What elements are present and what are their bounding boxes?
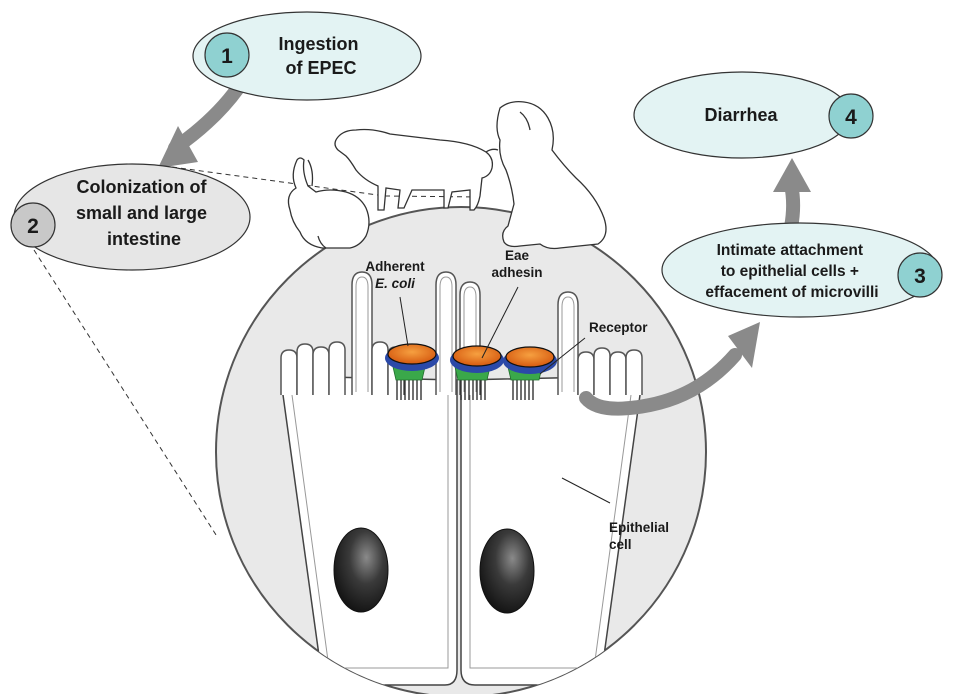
step-3-line-3: effacement of microvilli [705,284,878,301]
step-2-line-1: Colonization of [77,177,208,197]
label-eae: Eae [505,248,530,263]
label-adherent: Adherent [365,259,425,274]
step-4-line-1: Diarrhea [704,105,778,125]
step-2-bubble: 2 Colonization of small and large intest… [11,164,250,270]
step-2-line-3: intestine [107,229,181,249]
step-4-bubble: 4 Diarrhea [634,72,873,158]
nucleus-right [480,529,534,613]
step-4-number: 4 [845,106,857,129]
pig-icon [335,130,498,211]
svg-text:Intimate attachment to e: Intimate attachment to epithelial cells … [705,242,878,301]
dog-icon [497,102,606,249]
step-3-number: 3 [914,265,926,288]
epithelium [283,376,640,685]
step-3-bubble: 3 Intimate attachment to epithelial cell… [662,223,942,317]
adherent-bacteria [385,344,557,374]
step-1-number: 1 [221,45,233,68]
step-3-line-2: to epithelial cells + [721,263,859,280]
label-receptor: Receptor [589,320,648,335]
step-2-line-2: small and large [76,203,207,223]
effaced-microvilli [397,380,533,400]
step-1-line-2: of EPEC [285,58,356,78]
label-ecoli: E. coli [375,276,415,291]
label-epithelial: Epithelial [609,520,669,535]
step-2-number: 2 [27,215,39,238]
nucleus-left [334,528,388,612]
step-3-line-1: Intimate attachment [717,242,863,259]
label-cell: cell [609,537,632,552]
arrow-ingestion-to-colonization [158,88,238,168]
step-1-bubble: 1 Ingestion of EPEC [193,12,421,100]
label-adhesin: adhesin [491,265,542,280]
step-1-line-1: Ingestion [278,34,358,54]
arrow-to-diarrhea [773,158,811,232]
